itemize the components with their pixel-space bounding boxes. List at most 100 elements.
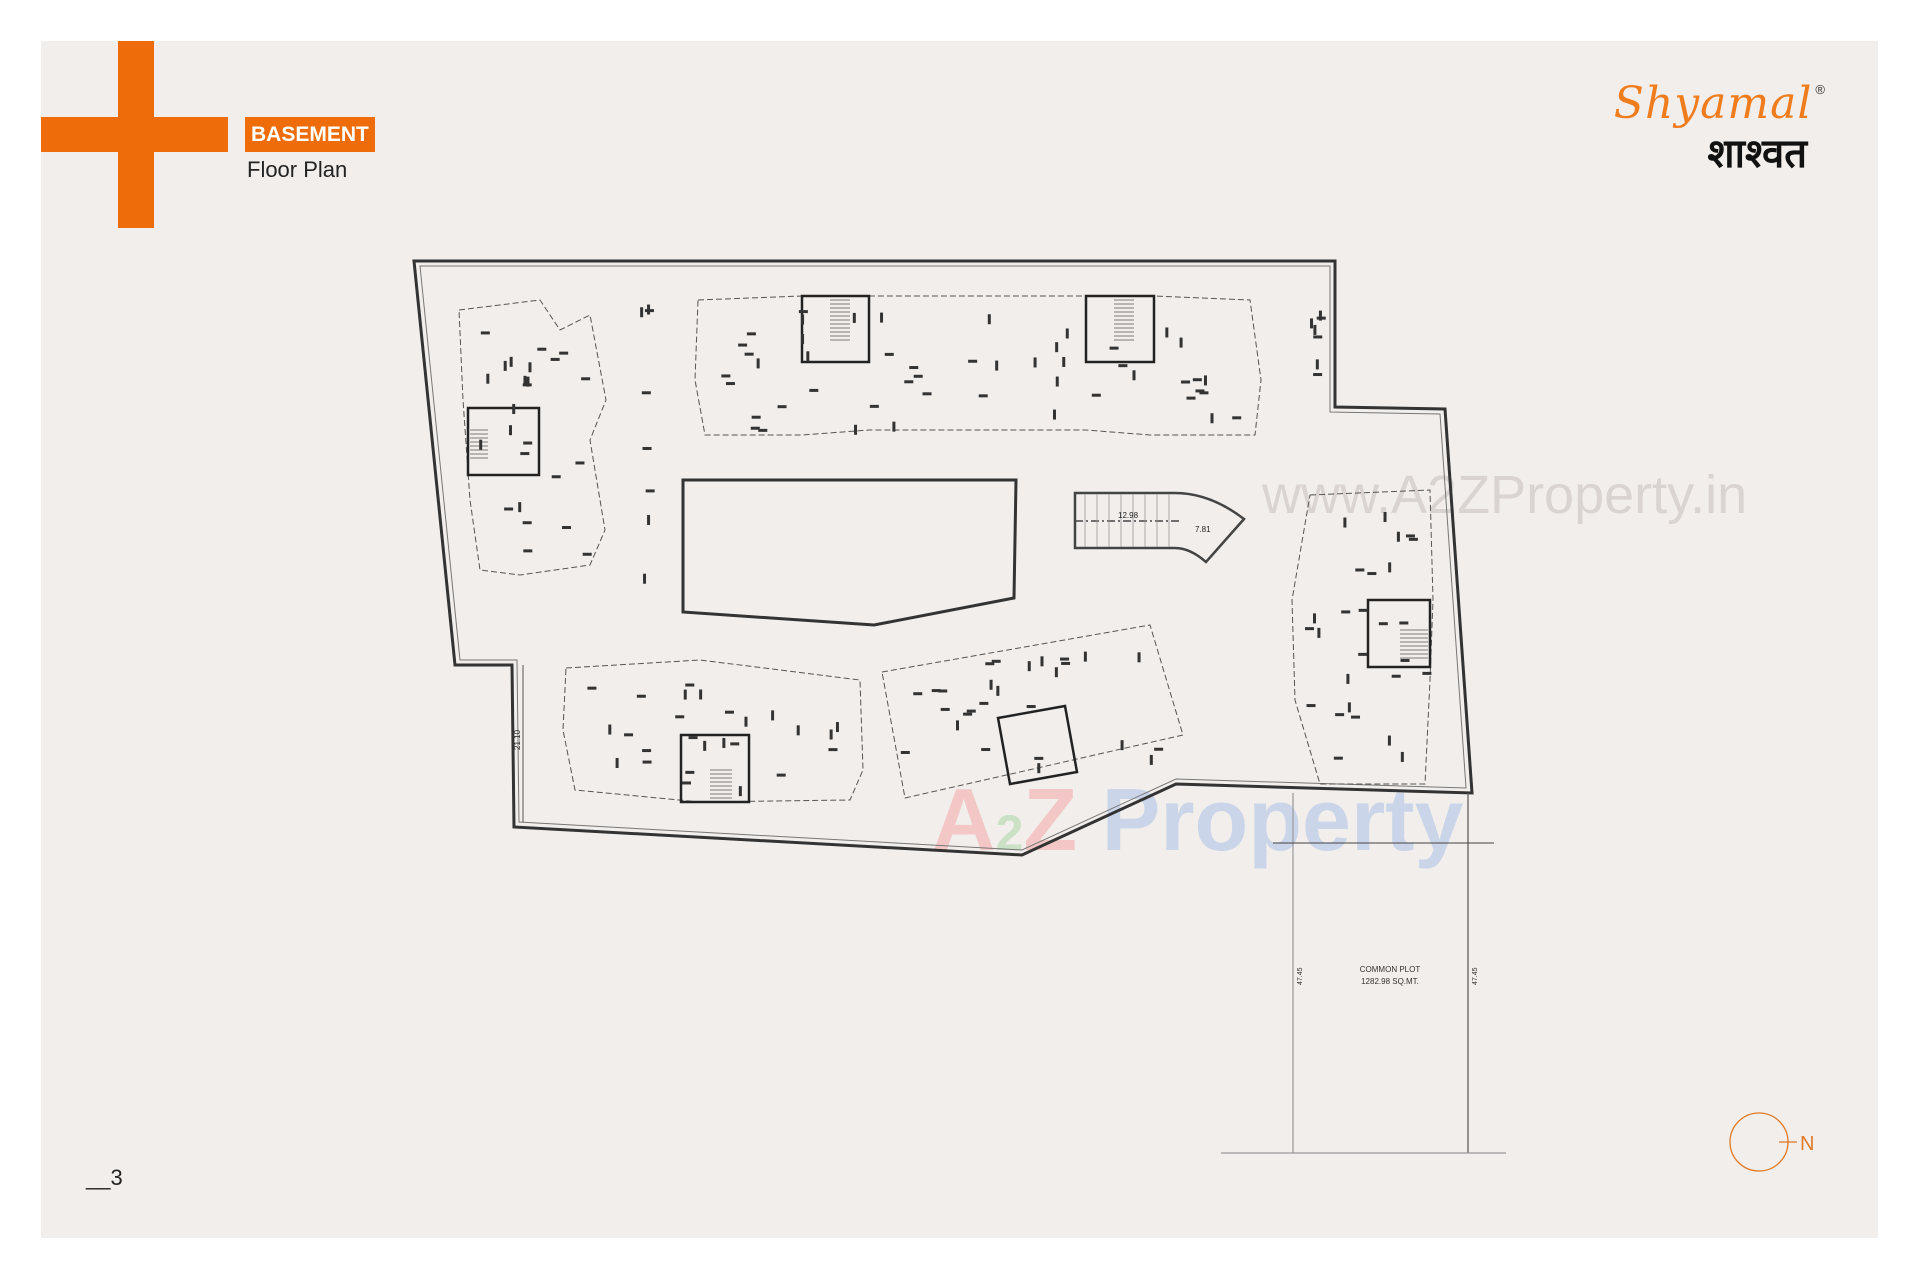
column-mark (608, 724, 612, 735)
column-mark (1358, 652, 1368, 656)
column-mark (685, 770, 695, 774)
column-mark (1315, 359, 1319, 370)
column-mark (995, 360, 999, 371)
common-plot-name: COMMON PLOT (1360, 965, 1421, 974)
column-mark (1422, 671, 1432, 675)
column-mark (852, 312, 856, 323)
registered-mark: ® (1815, 82, 1825, 97)
column-mark (1109, 346, 1119, 350)
tower-footprints (458, 295, 1434, 803)
cores (466, 294, 1432, 804)
column-mark (1400, 658, 1410, 662)
ramp: 12.98 7.81 (1073, 491, 1246, 564)
column-mark (522, 521, 532, 525)
column-mark (1399, 621, 1409, 625)
watermark-brand-2: 2 (996, 805, 1024, 861)
column-mark (730, 742, 740, 746)
column-mark (703, 740, 707, 751)
column-mark (979, 701, 989, 705)
column-mark (642, 760, 652, 764)
column-mark (801, 314, 805, 325)
column-mark (1335, 713, 1345, 717)
column-mark (985, 662, 995, 666)
column-mark (1203, 375, 1207, 386)
column-mark (738, 343, 748, 347)
column-mark (771, 710, 775, 721)
column-mark (801, 334, 805, 345)
core-north-2 (1084, 294, 1156, 364)
column-mark (1317, 627, 1321, 638)
column-mark (1091, 393, 1101, 397)
column-mark (776, 773, 786, 777)
logo-english-line: Shyamal ® (1614, 78, 1825, 130)
column-mark (721, 374, 731, 378)
column-mark (806, 351, 810, 362)
column-mark (828, 748, 838, 752)
column-mark (1387, 735, 1391, 746)
column-mark (523, 549, 533, 553)
core-east (1366, 598, 1432, 669)
column-mark (504, 507, 514, 511)
column-mark (1055, 376, 1059, 387)
column-mark (1232, 416, 1242, 420)
column-mark (777, 405, 787, 409)
column-mark (966, 709, 976, 713)
column-mark (688, 736, 698, 740)
column-mark (1358, 608, 1368, 612)
column-mark (518, 502, 522, 513)
column-mark (1400, 751, 1404, 762)
column-mark (587, 686, 597, 690)
column-mark (523, 441, 533, 445)
common-plot-side-left: 47.45 (1297, 967, 1304, 985)
column-mark (809, 388, 819, 392)
column-mark (989, 679, 993, 690)
column-mark (746, 332, 756, 336)
column-mark (1210, 413, 1214, 424)
column-mark (738, 786, 742, 797)
column-mark (1055, 342, 1059, 353)
core-southwest (679, 733, 751, 804)
core-south (996, 704, 1079, 786)
tower-block-west (458, 299, 607, 576)
column-mark (537, 347, 547, 351)
stair-hatching (470, 299, 1428, 799)
column-mark (981, 748, 991, 752)
column-mark (1061, 661, 1071, 665)
column-mark (1132, 370, 1136, 381)
north-arrow-icon: N (1729, 1112, 1814, 1172)
basement-outline (412, 259, 1474, 857)
column-mark (963, 712, 973, 716)
column-mark (1388, 562, 1392, 573)
page-number: __3 (86, 1165, 123, 1190)
column-mark (900, 750, 910, 754)
column-mark (996, 685, 1000, 696)
column-mark (1351, 715, 1361, 719)
column-mark (725, 382, 735, 386)
column-mark (685, 683, 695, 687)
column-mark (1341, 610, 1351, 614)
column-mark (1347, 702, 1351, 713)
column-mark (1313, 613, 1317, 624)
column-mark (1306, 704, 1316, 708)
column-mark (884, 352, 894, 356)
column-mark (624, 733, 634, 737)
column-mark (931, 689, 941, 693)
column-mark (675, 715, 685, 719)
column-mark (1408, 537, 1418, 541)
watermark-brand-rest: Property (1077, 770, 1463, 869)
column-mark (1405, 534, 1415, 538)
column-mark (829, 729, 833, 740)
column-mark (1355, 568, 1365, 572)
columns (479, 304, 1432, 797)
column-mark (1316, 316, 1326, 320)
common-plot-side-right: 47.45 (1472, 967, 1479, 985)
column-mark (1062, 356, 1066, 367)
tower-block-east (1291, 489, 1434, 785)
column-mark (1026, 705, 1036, 709)
ramp-curve-label: 7.81 (1195, 525, 1211, 534)
page-panel (41, 41, 1878, 1238)
column-mark (913, 374, 923, 378)
column-mark (1367, 572, 1377, 576)
watermark-url: www.A2ZProperty.in (1261, 465, 1747, 525)
